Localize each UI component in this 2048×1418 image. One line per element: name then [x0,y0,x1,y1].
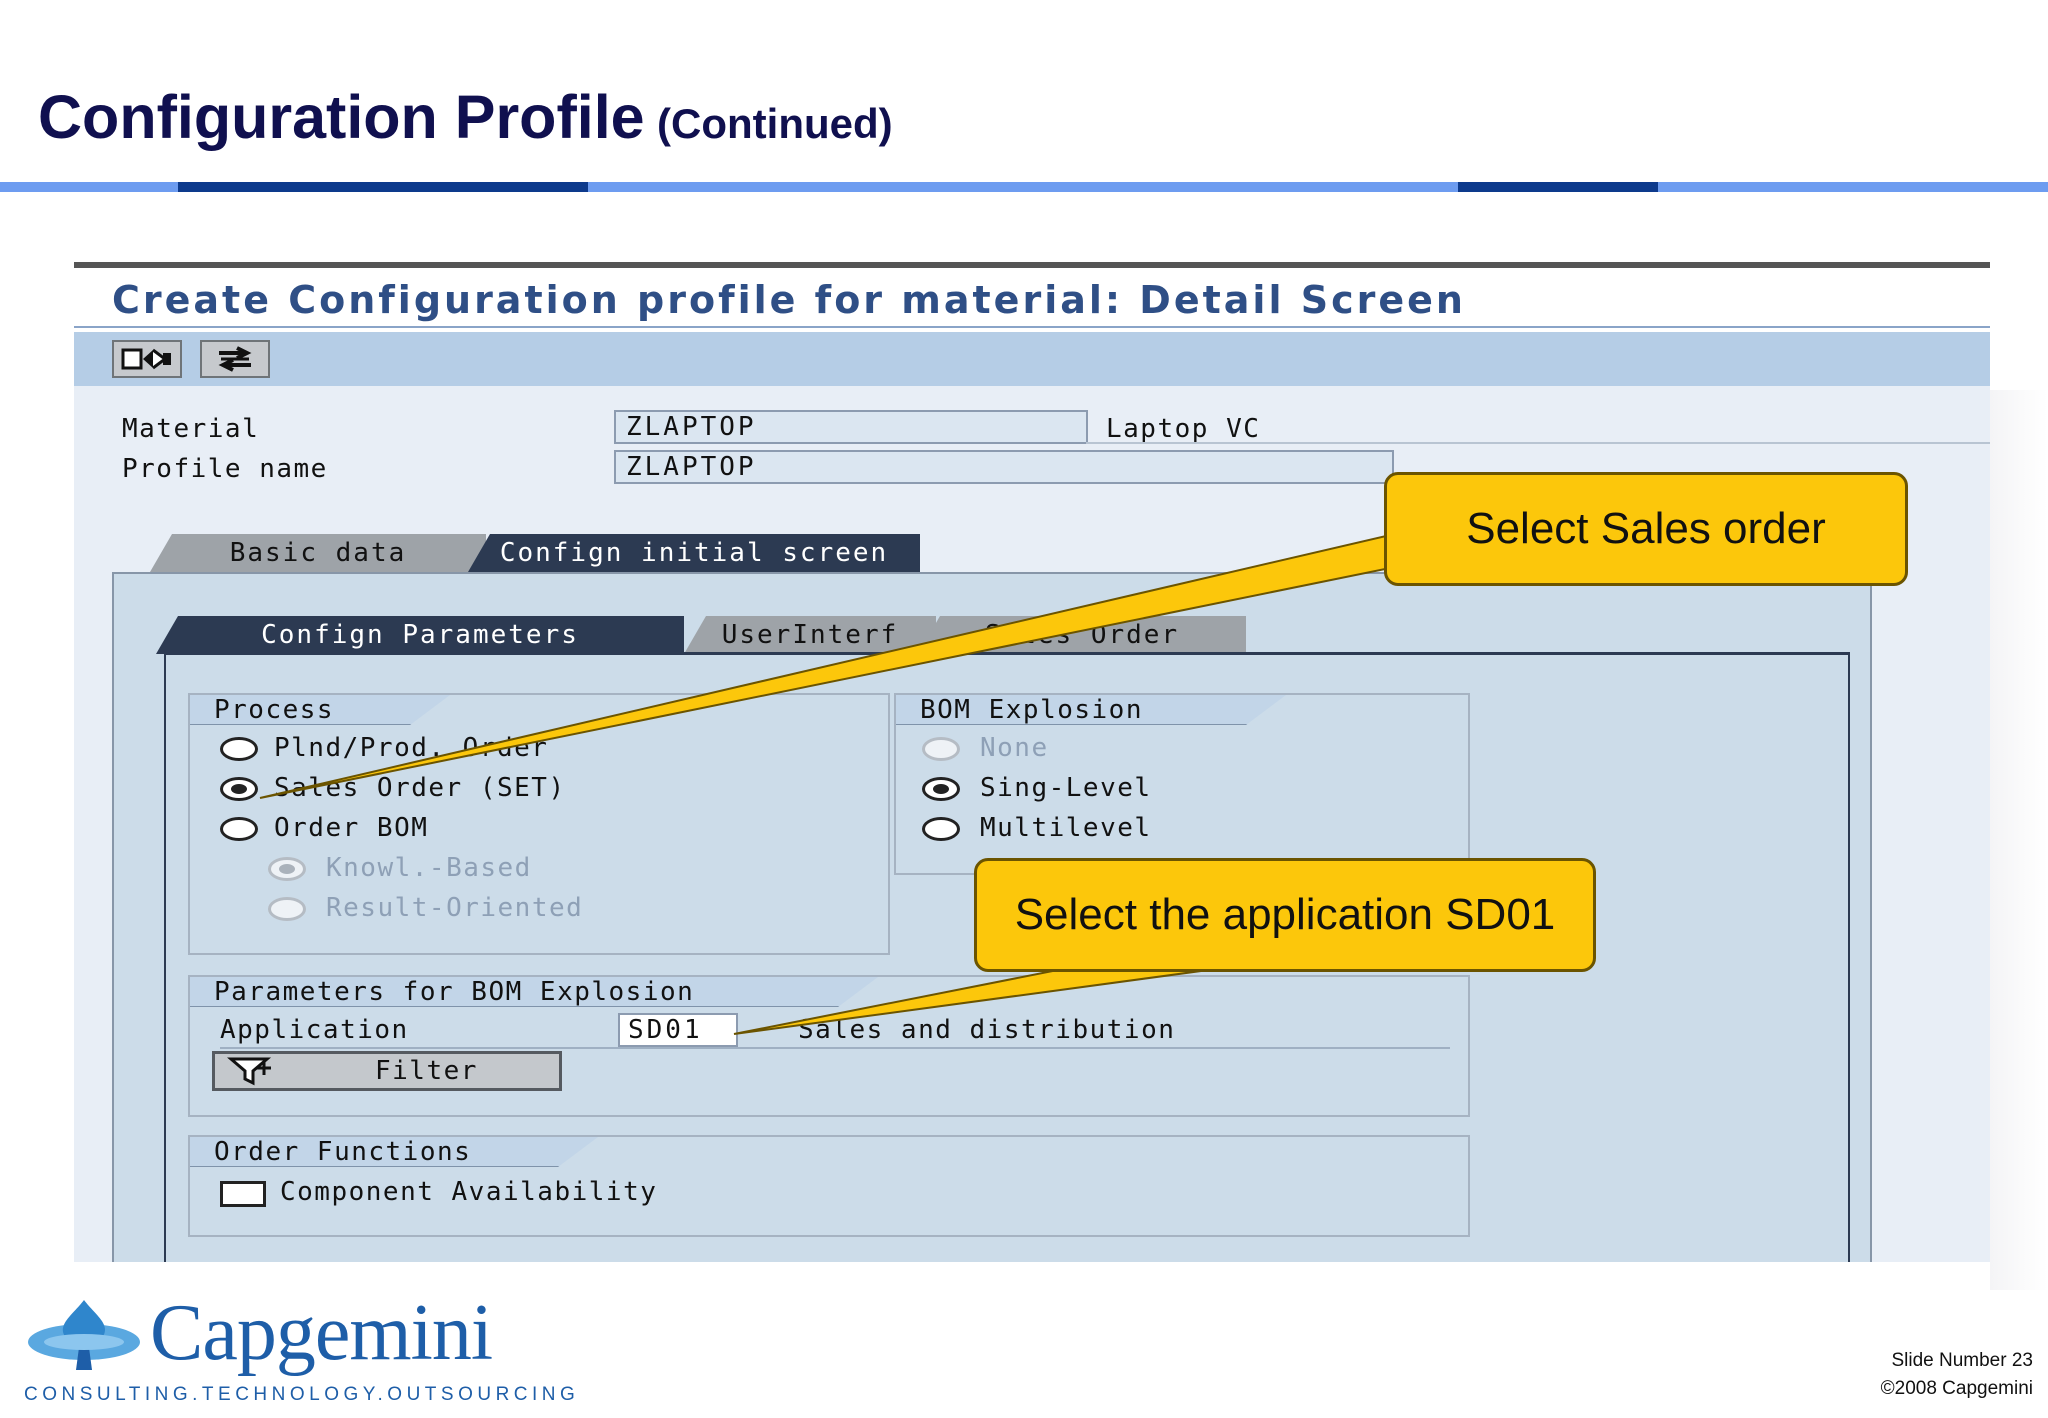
process-group-title: Process [190,695,450,725]
application-label: Application [220,1015,409,1045]
bom-explosion-group: BOM Explosion None Sing-Level Multilevel [894,693,1470,875]
material-field[interactable]: ZLAPTOP [614,410,1088,444]
slide-title-sub: (Continued) [657,100,893,147]
callout-select-sales-order: Select Sales order [1384,472,1908,586]
material-label: Material [122,414,260,444]
capgemini-logo-tagline: CONSULTING.TECHNOLOGY.OUTSOURCING [24,1384,580,1405]
slide-number: Slide Number 23 [1891,1350,2033,1371]
divider [220,1047,1450,1049]
divider [74,326,1990,328]
application-description: Sales and distribution [798,1015,1176,1045]
radio-sales-order-set[interactable] [220,777,258,801]
radio-order-bom[interactable] [220,817,258,841]
radio-label: Knowl.-Based [326,853,532,883]
profile-name-field[interactable]: ZLAPTOP [614,450,1394,484]
component-availability-label: Component Availability [280,1177,658,1207]
header-band-dark-1 [178,182,588,192]
radio-label: Multilevel [980,813,1152,843]
bom-params-group: Parameters for BOM Explosion Application… [188,975,1470,1117]
filter-button-label: Filter [375,1056,478,1086]
switch-icon [218,346,252,372]
display-change-icon [121,348,171,370]
tab-confign-parameters[interactable]: Confign Parameters [156,616,684,654]
component-availability-checkbox[interactable] [220,1181,266,1207]
slide-title: Configuration Profile (Continued) [38,82,893,152]
divider [1086,442,1990,444]
tab-userinterf[interactable]: UserInterf [684,616,936,654]
radio-label: Order BOM [274,813,429,843]
sap-window-border [74,262,1990,268]
filter-icon [227,1057,272,1086]
capgemini-logo-wordmark: Capgemini [150,1289,493,1377]
process-group: Process Plnd/Prod. Order Sales Order (SE… [188,693,890,955]
slide-title-main: Configuration Profile [38,83,645,151]
bom-params-group-title: Parameters for BOM Explosion [190,977,878,1007]
material-description: Laptop VC [1106,414,1261,444]
profile-name-label: Profile name [122,454,328,484]
radio-label: None [980,733,1049,763]
radio-none [922,737,960,761]
header-band-dark-2 [1458,182,1658,192]
radio-multilevel[interactable] [922,817,960,841]
header-band-light [0,182,2048,192]
radio-knowl-based [268,857,306,881]
sap-window-title: Create Configuration profile for materia… [112,278,1466,322]
divider [1990,390,2048,1290]
copyright: ©2008 Capgemini [1880,1378,2033,1399]
sap-toolbar [74,332,1990,386]
tab-basic-data[interactable]: Basic data [150,534,486,572]
filter-button[interactable]: Filter [212,1051,562,1091]
switch-button[interactable] [200,340,270,378]
bom-explosion-group-title: BOM Explosion [896,695,1286,725]
radio-label: Result-Oriented [326,893,584,923]
radio-label: Sales Order (SET) [274,773,566,803]
display-change-button[interactable] [112,340,182,378]
application-field[interactable]: SD01 [618,1013,738,1047]
radio-sing-level[interactable] [922,777,960,801]
radio-plnd-prod-order[interactable] [220,737,258,761]
order-functions-group: Order Functions Component Availability [188,1135,1470,1237]
callout-pointer-application [733,965,1239,1035]
callout-select-application: Select the application SD01 [974,858,1596,972]
capgemini-spade-logo [28,1300,140,1370]
radio-label: Sing-Level [980,773,1152,803]
callout-pointer-sales-order [259,534,1402,799]
order-functions-group-title: Order Functions [190,1137,598,1167]
tab-confign-initial-screen[interactable]: Confign initial screen [468,534,920,572]
radio-result-oriented [268,897,306,921]
